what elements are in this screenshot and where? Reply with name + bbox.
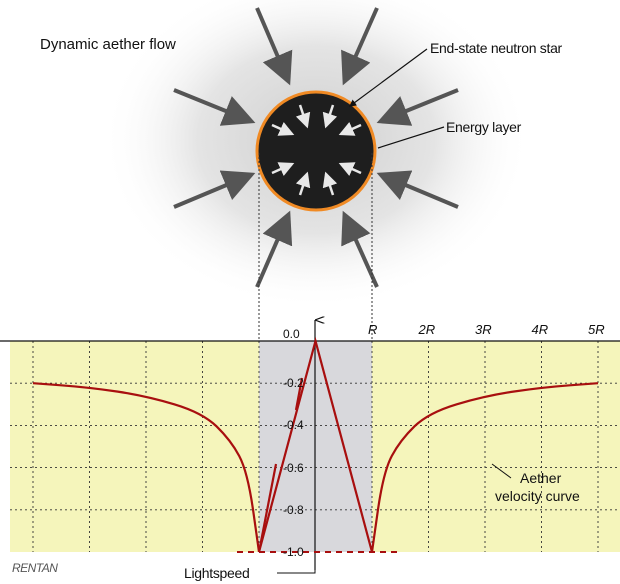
- y-tick-label: -0.6: [283, 460, 304, 475]
- velocity-curve-series: [257, 336, 374, 553]
- x-tick-label: 3R: [475, 322, 492, 337]
- y-tick-label: -0.8: [283, 502, 304, 517]
- inner-arrows: [271, 104, 362, 196]
- rentan-logo: RENTAN: [12, 561, 58, 575]
- y-tick-label: -0.2: [283, 376, 304, 391]
- star-leader: [349, 48, 428, 107]
- velocity-curve-series: [370, 382, 599, 553]
- inner-arrow: [338, 162, 362, 176]
- inflow-arrow: [341, 210, 379, 288]
- inner-arrow: [271, 162, 295, 176]
- inner-arrow: [338, 122, 362, 136]
- inner-arrow: [295, 171, 311, 196]
- inner-arrow: [322, 104, 338, 129]
- inflow-arrow: [376, 170, 459, 209]
- neutron-star: [255, 90, 377, 212]
- inflow-arrow: [376, 88, 459, 126]
- curve-label-line2: velocity curve: [495, 488, 580, 504]
- inflow-arrow: [255, 7, 293, 86]
- velocity-curve-inner-segment: [257, 463, 278, 553]
- velocity-curves: [32, 336, 599, 553]
- lightspeed-leader: [277, 567, 316, 574]
- x-tick-label: R: [368, 322, 378, 337]
- y-tick-label: -0.4: [283, 418, 304, 433]
- energy-layer-label: Energy layer: [446, 119, 521, 135]
- x-tick-label: 2R: [418, 322, 436, 337]
- velocity-curve-series: [32, 382, 261, 553]
- y-tick-label: -1.0: [283, 545, 304, 559]
- inner-arrow: [271, 122, 295, 136]
- velocity-curve-inner-segment: [294, 377, 304, 411]
- y-tick-label: 0.0: [283, 327, 300, 341]
- x-tick-label: 4R: [531, 322, 549, 337]
- lightspeed-label: Lightspeed: [184, 565, 250, 581]
- energy-leader: [377, 126, 445, 149]
- curve-label-leader: [491, 463, 512, 479]
- inner-arrow: [295, 104, 311, 129]
- inflow-arrow: [255, 210, 293, 288]
- inflow-arrow: [173, 170, 256, 209]
- inflow-arrow: [341, 7, 379, 86]
- inflow-arrows: [173, 7, 459, 288]
- diagram-title: Dynamic aether flow: [40, 36, 176, 53]
- star-label: End-state neutron star: [430, 40, 562, 56]
- curve-label-line1: Aether: [520, 470, 562, 486]
- inflow-arrow: [173, 88, 256, 126]
- x-tick-label: 5R: [588, 322, 605, 337]
- inner-arrow: [322, 171, 338, 196]
